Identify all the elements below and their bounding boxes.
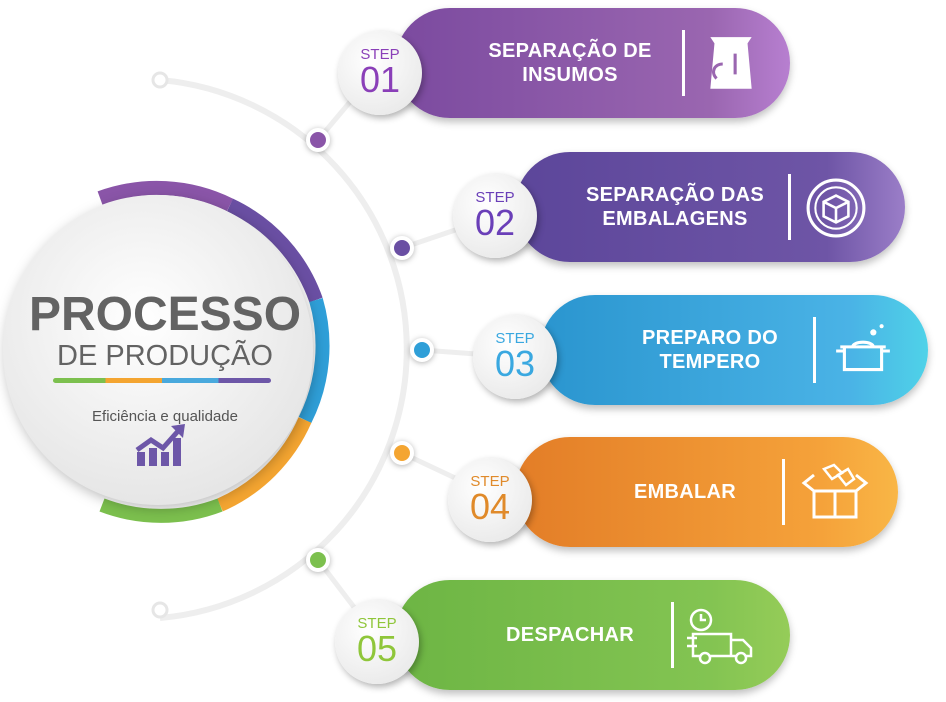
step-05-card: DESPACHAR: [395, 580, 790, 690]
color-underline: [53, 378, 271, 383]
step-04-card: EMBALAR: [515, 437, 898, 547]
delivery-truck-icon: [687, 608, 753, 665]
center-badge: PROCESSO DE PRODUÇÃO Eficiência e qualid…: [5, 288, 325, 426]
cooking-pot-icon: [836, 324, 890, 372]
divider: [671, 602, 674, 668]
growth-chart-icon: [135, 424, 185, 466]
divider: [682, 30, 685, 96]
ring-segments: [97, 180, 330, 523]
package-box-icon: [806, 178, 866, 238]
step-label: EMBALAR: [633, 481, 737, 503]
step-label: DESPACHAR: [506, 624, 634, 646]
tagline: Eficiência e qualidade: [92, 408, 238, 425]
subtitle: DE PRODUÇÃO: [57, 340, 273, 372]
divider: [782, 459, 785, 525]
open-box-icon: [801, 463, 869, 519]
divider: [788, 174, 791, 240]
title: PROCESSO: [28, 288, 302, 341]
supply-bag-icon: [710, 37, 752, 89]
divider: [813, 317, 816, 383]
